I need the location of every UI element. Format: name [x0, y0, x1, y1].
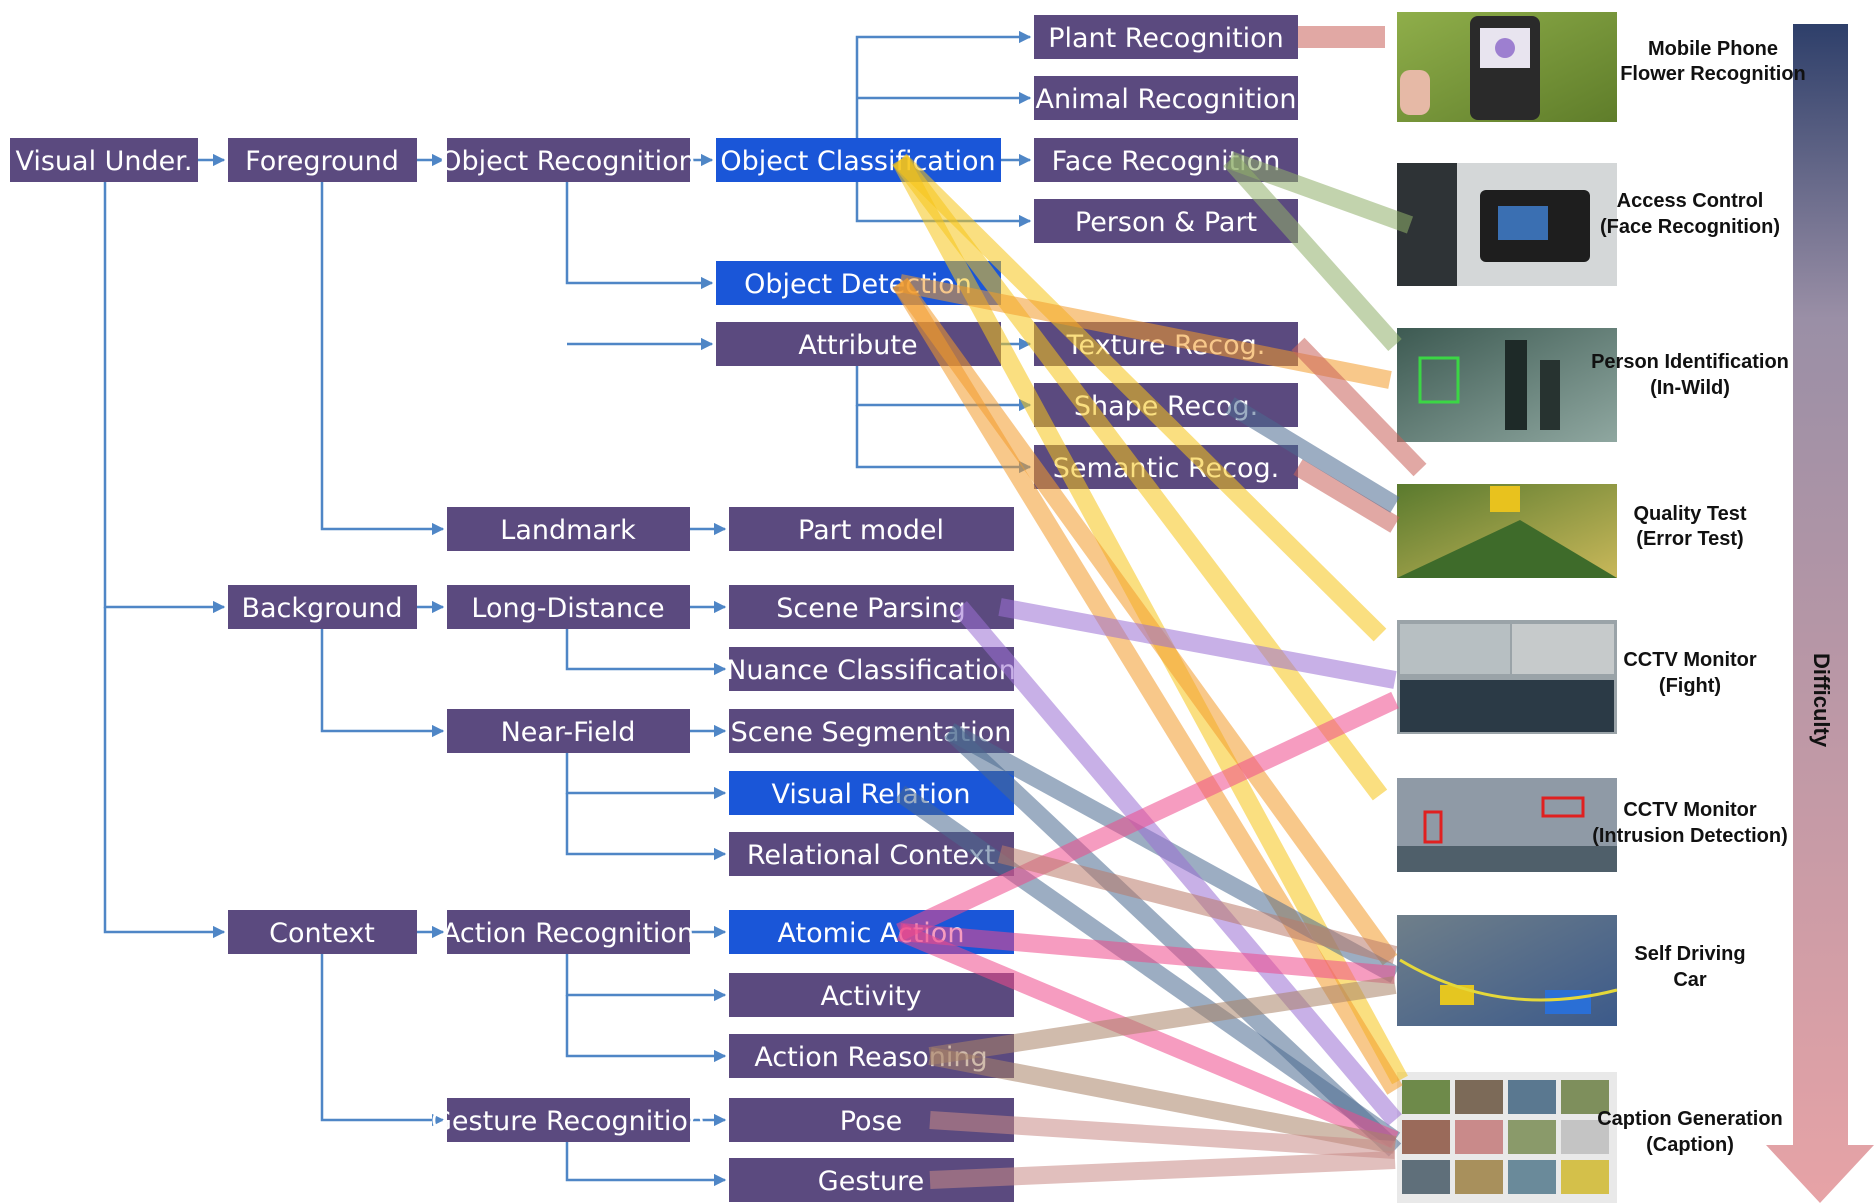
node-activity: Activity — [729, 973, 1014, 1017]
self-driving-scene-photo — [1397, 915, 1618, 1026]
node-object-recognition: Object Recognition — [440, 138, 696, 182]
svg-text:Plant Recognition: Plant Recognition — [1048, 23, 1284, 54]
node-part-model: Part model — [729, 507, 1014, 551]
svg-text:Semantic Recog.: Semantic Recog. — [1053, 453, 1279, 484]
app-quality-line2: (Error Test) — [1636, 528, 1743, 550]
map-arrow-face-person-id — [1223, 154, 1402, 351]
map-arrow-gesture-caption — [929, 1151, 1396, 1189]
map-arrow-classification-cctv-fight — [893, 153, 1387, 642]
svg-text:Relational Context: Relational Context — [747, 840, 995, 871]
app-cctv-intrusion-line1: CCTV Monitor — [1623, 799, 1757, 821]
svg-text:Foreground: Foreground — [245, 146, 399, 177]
svg-text:Gesture Recognition: Gesture Recognition — [431, 1106, 705, 1137]
app-cctv-fight-line2: (Fight) — [1659, 675, 1721, 697]
app-person-id-line2: (In-Wild) — [1650, 377, 1730, 399]
hierarchy-connectors — [103, 30, 1032, 1187]
app-cctv-fight-line1: CCTV Monitor — [1623, 649, 1757, 671]
cctv-fight-photo — [1397, 620, 1617, 734]
map-arrow-detection-caption — [892, 278, 1403, 1095]
cctv-intrusion-photo — [1397, 778, 1617, 872]
map-arrow-detection-self-driving — [892, 277, 1398, 966]
app-cctv-intrusion-line2: (Intrusion Detection) — [1592, 825, 1788, 847]
node-visual-understanding: Visual Under. — [10, 138, 198, 182]
map-arrow-atomic-self-driving — [899, 923, 1396, 984]
map-arrow-texture-quality — [1291, 337, 1427, 477]
map-arrow-atomic-cctv-fight — [896, 691, 1399, 941]
staircase-crowd-photo — [1397, 328, 1617, 442]
map-arrow-reasoning-self-driving — [928, 976, 1397, 1065]
node-landmark: Landmark — [447, 507, 690, 551]
difficulty-label: Difficulty — [1809, 653, 1834, 748]
application-images — [1397, 12, 1618, 1203]
svg-text:Scene Parsing: Scene Parsing — [776, 593, 965, 624]
node-foreground: Foreground — [228, 138, 417, 182]
circuit-board-photo — [1397, 484, 1617, 578]
svg-text:Gesture: Gesture — [818, 1166, 924, 1197]
svg-text:Long-Distance: Long-Distance — [471, 593, 664, 624]
flower-phone-photo — [1397, 12, 1617, 122]
app-quality-line1: Quality Test — [1634, 503, 1747, 525]
node-animal-recognition: Animal Recognition — [1034, 76, 1298, 120]
difficulty-arrow: Difficulty — [1766, 24, 1874, 1203]
node-action-recognition: Action Recognition — [442, 910, 694, 954]
map-arrow-reasoning-caption — [928, 1047, 1397, 1154]
svg-text:Attribute: Attribute — [798, 330, 917, 361]
map-arrow-shape-quality — [1225, 397, 1400, 513]
svg-text:Near-Field: Near-Field — [501, 717, 636, 748]
svg-text:Action Recognition: Action Recognition — [442, 918, 694, 949]
node-context: Context — [228, 910, 417, 954]
svg-text:Background: Background — [241, 593, 402, 624]
node-gesture: Gesture — [729, 1158, 1014, 1202]
app-self-driving-line1: Self Driving — [1634, 943, 1745, 965]
svg-text:Activity: Activity — [821, 981, 922, 1012]
svg-text:Person & Part: Person & Part — [1075, 207, 1257, 238]
svg-text:Visual Relation: Visual Relation — [771, 779, 970, 810]
node-person-part: Person & Part — [1034, 199, 1298, 243]
app-access-line1: Access Control — [1617, 190, 1764, 212]
app-mobile-line2: Flower Recognition — [1620, 63, 1806, 85]
svg-text:Landmark: Landmark — [500, 515, 636, 546]
taxonomy-nodes: Visual Under. Foreground Object Recognit… — [10, 15, 1298, 1202]
app-caption-line2: (Caption) — [1646, 1134, 1734, 1156]
node-background: Background — [228, 585, 417, 629]
node-long-distance: Long-Distance — [447, 585, 690, 629]
node-gesture-recognition: Gesture Recognition — [431, 1098, 705, 1142]
mapping-arrows — [892, 26, 1427, 1189]
app-self-driving-line2: Car — [1673, 969, 1707, 991]
node-nuance-classification: Nuance Classification — [726, 647, 1016, 691]
svg-text:Pose: Pose — [840, 1106, 903, 1137]
app-person-id-line1: Person Identification — [1591, 351, 1789, 373]
svg-text:Animal Recognition: Animal Recognition — [1035, 84, 1296, 115]
node-visual-relation: Visual Relation — [729, 771, 1014, 815]
map-arrow-parsing-cctv-fight — [998, 598, 1397, 689]
svg-text:Context: Context — [269, 918, 375, 949]
app-mobile-line1: Mobile Phone — [1648, 38, 1778, 60]
node-object-classification: Object Classification — [716, 138, 1001, 182]
map-arrow-face-access — [1226, 151, 1414, 234]
face-terminal-photo — [1397, 163, 1617, 286]
map-arrow-semantic-quality — [1293, 459, 1400, 533]
app-access-line2: (Face Recognition) — [1600, 216, 1780, 238]
caption-image-grid — [1397, 1072, 1617, 1203]
node-relational-context: Relational Context — [729, 832, 1014, 876]
map-arrow-relational-self-driving — [997, 845, 1398, 964]
node-pose: Pose — [729, 1098, 1014, 1142]
svg-text:Object Recognition: Object Recognition — [440, 146, 696, 177]
map-arrow-classification-cctv-intrusion — [892, 154, 1388, 801]
app-caption-line1: Caption Generation — [1597, 1108, 1783, 1130]
map-arrow-atomic-caption — [896, 923, 1399, 1149]
svg-text:Nuance Classification: Nuance Classification — [726, 655, 1016, 686]
application-labels: Mobile Phone Flower Recognition Access C… — [1591, 38, 1806, 1156]
node-plant-recognition: Plant Recognition — [1034, 15, 1298, 59]
svg-text:Object Classification: Object Classification — [720, 146, 995, 177]
map-arrow-parsing-caption — [953, 601, 1402, 1126]
node-near-field: Near-Field — [447, 709, 690, 753]
map-arrow-pose-caption — [929, 1111, 1396, 1159]
svg-text:Part model: Part model — [798, 515, 944, 546]
svg-text:Visual Under.: Visual Under. — [15, 146, 192, 177]
map-arrow-visual-relation-caption — [894, 785, 1401, 1148]
